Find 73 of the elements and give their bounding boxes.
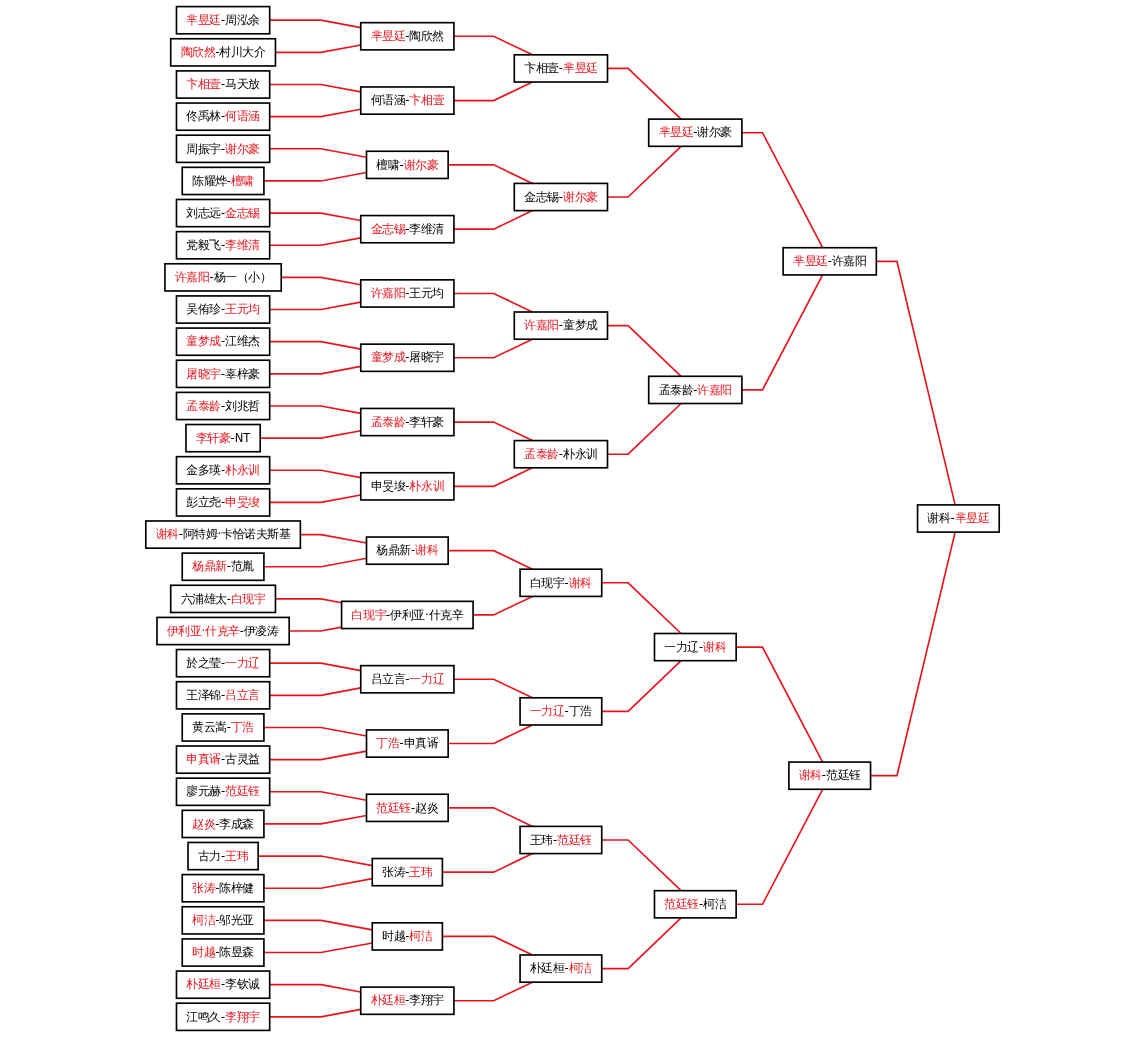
connector [453, 338, 534, 359]
node-box: 芈昱廷-周泓余 [175, 5, 271, 35]
node-box: 周振宇-谢尔豪 [175, 134, 271, 164]
node-box: 柯洁-邬光亚 [181, 905, 265, 935]
node-box: 孟泰龄-朴永训 [513, 439, 609, 469]
node-box: 芈昱廷-许嘉阳 [782, 246, 878, 276]
node-box: 伊利亚·什克辛-伊凌涛 [156, 616, 290, 646]
node-box: 白现宇-伊利亚·什克辛 [340, 600, 474, 630]
node-box: 张涛-陈梓健 [181, 873, 265, 903]
connector [453, 981, 534, 1002]
node-box: 谢科-芈昱廷 [916, 504, 1001, 533]
node-box: 陶欣然-村川大介 [169, 37, 277, 67]
node-box: 六浦雄太-白现宇 [169, 584, 277, 614]
node-box: 谢科-范廷钰 [788, 761, 872, 791]
node-box: 一力辽-谢科 [653, 632, 737, 662]
node-box: 於之莹-一力辽 [175, 648, 271, 678]
connector [741, 274, 824, 391]
connector [453, 292, 534, 313]
node-box: 朴廷桓-李钦诚 [175, 970, 271, 1000]
node-box: 吴侑珍-王元均 [175, 295, 271, 324]
node-box: 朴廷桓-李翔宇 [359, 986, 455, 1016]
node-box: 卞相壹-芈昱廷 [513, 54, 609, 83]
node-box: 屠晓宇-辜梓豪 [175, 359, 271, 389]
node-box: 许嘉阳-童梦成 [513, 311, 609, 341]
node-box: 孟泰龄-刘兆哲 [175, 391, 271, 421]
node-box: 刘志远-金志锡 [175, 198, 271, 228]
node-box: 谢科-阿特姆·卡恰诺夫斯基 [144, 520, 302, 549]
node-box: 王玮-范廷钰 [519, 825, 603, 855]
connector [453, 421, 534, 442]
node-box: 一力辽-丁浩 [519, 696, 603, 726]
node-box: 杨鼎新-范胤 [181, 552, 265, 582]
node-box: 党毅飞-李维清 [175, 230, 271, 260]
node-box: 金志锡-谢尔豪 [513, 182, 609, 212]
node-box: 申旻埈-朴永训 [359, 471, 455, 501]
connector [453, 678, 534, 699]
connector [741, 131, 824, 249]
connector [453, 466, 534, 488]
node-box: 童梦成-屠晓宇 [359, 343, 455, 373]
node-box: 古力-王玮 [187, 841, 259, 871]
node-box: 张涛-王玮 [371, 857, 444, 887]
node-box: 芈昱廷-陶欣然 [359, 21, 455, 51]
node-box: 童梦成-江维杰 [175, 327, 271, 357]
node-box: 许嘉阳-王元均 [359, 279, 455, 308]
node-box: 时越-陈昱森 [181, 938, 265, 967]
node-box: 吕立言-一力辽 [359, 664, 455, 694]
node-box: 朴廷桓-柯洁 [519, 954, 603, 983]
node-box: 时越-柯洁 [371, 922, 444, 951]
node-box: 李轩豪-NT [185, 423, 262, 453]
node-box: 孟泰龄-许嘉阳 [647, 375, 743, 405]
node-box: 佟禹林-何语涵 [175, 102, 271, 132]
node-box: 彭立尧-申旻埈 [175, 488, 271, 517]
node-box: 檀啸-谢尔豪 [365, 150, 449, 180]
node-box: 丁浩-申真谞 [365, 729, 449, 758]
node-box: 江鸣久-李翔宇 [175, 1002, 271, 1032]
connector [453, 35, 534, 56]
node-box: 范廷钰-柯洁 [653, 889, 737, 919]
node-box: 白现宇-谢科 [519, 568, 603, 598]
node-box: 范廷钰-赵炎 [365, 793, 449, 823]
node-box: 孟泰龄-李轩豪 [359, 407, 455, 437]
node-box: 廖元赫-范廷钰 [175, 777, 271, 807]
node-box: 芈昱廷-谢尔豪 [647, 118, 743, 148]
node-box: 金多瑛-朴永训 [175, 455, 271, 485]
node-box: 黄云嵩-丁浩 [181, 713, 265, 742]
node-box: 何语涵-卞相壹 [359, 86, 455, 115]
node-box: 卞相壹-马天放 [175, 70, 271, 99]
node-box: 陈耀烨-檀啸 [181, 166, 265, 196]
node-box: 申真谞-古灵益 [175, 745, 271, 775]
connector [453, 209, 534, 230]
node-box: 杨鼎新-谢科 [365, 536, 449, 566]
node-box: 王泽锦-吕立言 [175, 680, 271, 710]
node-box: 许嘉阳-杨一（小） [164, 262, 283, 292]
node-box: 赵炎-李成森 [181, 809, 265, 839]
node-box: 金志锡-李维清 [359, 214, 455, 244]
